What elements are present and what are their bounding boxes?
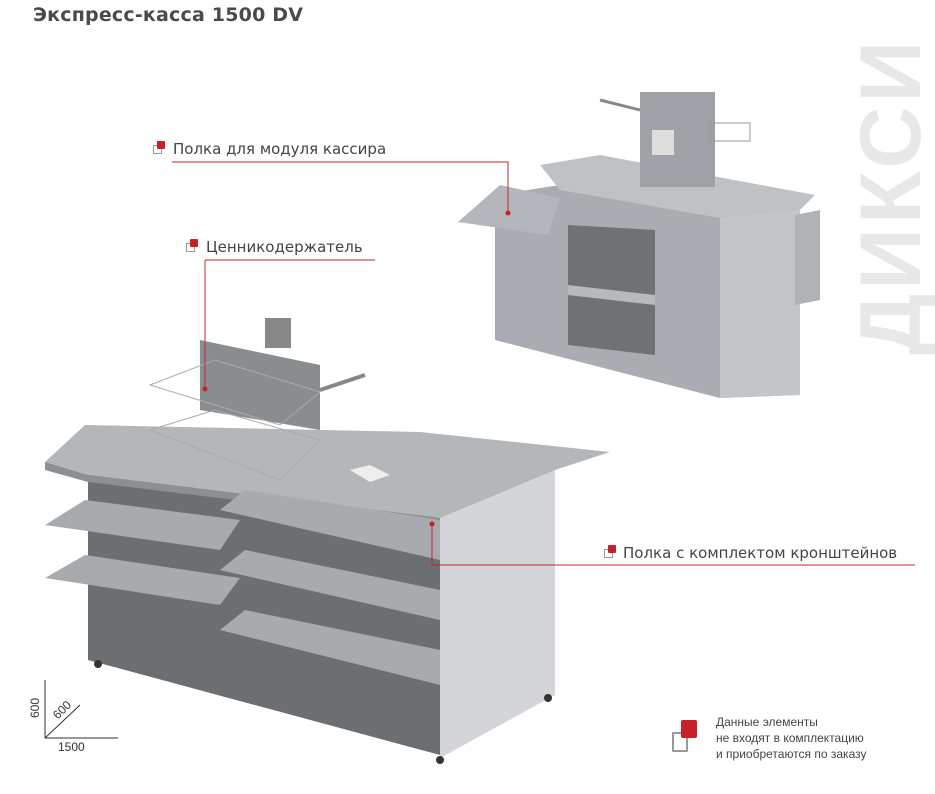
legend-line: не входят в комплектацию — [716, 731, 864, 745]
optional-item-icon — [186, 239, 198, 252]
legend-line: Данные элементы — [716, 715, 818, 729]
callout-cashier-shelf: Полка для модуля кассира — [173, 140, 387, 158]
legend-line: и приобретаются по заказу — [716, 747, 867, 761]
dimension-axes — [44, 680, 118, 739]
back-checkout-unit — [458, 92, 820, 398]
optional-item-icon — [604, 545, 616, 558]
legend-icon — [672, 720, 698, 752]
callout-bracket-shelf: Полка с комплектом кронштейнов — [623, 544, 898, 562]
optional-item-icon — [153, 141, 165, 154]
page-title: Экспресс-касса 1500 DV — [33, 4, 304, 26]
front-checkout-unit — [45, 318, 610, 764]
dimension-width: 1500 — [58, 740, 85, 754]
callout-price-holder: Ценникодержатель — [206, 238, 363, 256]
dimension-height: 600 — [28, 697, 42, 718]
legend-note: Данные элементы не входят в комплектацию… — [716, 714, 866, 762]
callout-lines — [172, 161, 915, 566]
